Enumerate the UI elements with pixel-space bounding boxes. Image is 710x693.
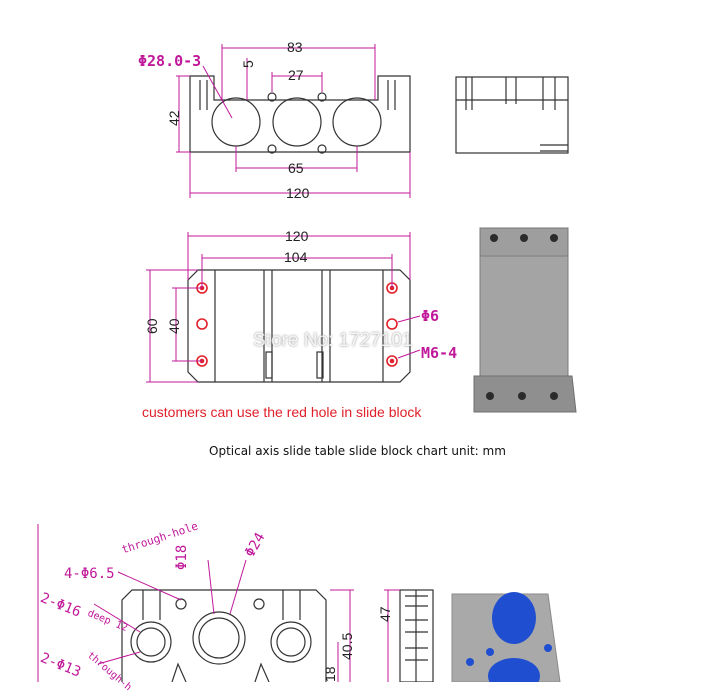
chart-caption: Optical axis slide table slide block cha… xyxy=(209,444,506,458)
hole-phi6-label: Φ6 xyxy=(421,307,440,325)
hole-diameter-label: Φ28.0-3 xyxy=(138,52,202,70)
top-front-view xyxy=(189,75,411,154)
dim-120-top: 120 xyxy=(286,185,310,201)
dim-104: 104 xyxy=(284,249,308,265)
top-side-view xyxy=(455,76,569,154)
middle-red-holes xyxy=(196,282,398,367)
bottom-side-view xyxy=(399,589,434,682)
dim-65: 65 xyxy=(288,160,304,176)
top-dimension-lines xyxy=(176,44,411,198)
dim-83: 83 xyxy=(287,39,303,55)
dim-40: 40 xyxy=(166,318,182,334)
dim-27: 27 xyxy=(288,67,304,83)
middle-plan-view xyxy=(187,269,411,383)
dim-40-5: 40.5 xyxy=(339,632,355,660)
dim-5: 5 xyxy=(240,60,256,68)
bottom-dimension-lines xyxy=(37,524,400,682)
dim-42: 42 xyxy=(166,110,182,126)
dim-60: 60 xyxy=(144,318,160,334)
dim-120-middle: 120 xyxy=(285,228,309,244)
phi18-label: Φ18 xyxy=(174,544,190,570)
bottom-front-view xyxy=(121,589,327,682)
store-watermark: Store No: 1727101 xyxy=(253,330,413,351)
dim-18: 18 xyxy=(322,666,338,682)
red-hole-note: customers can use the red hole in slide … xyxy=(142,404,422,420)
middle-dimension-lines xyxy=(146,232,421,383)
dim-47: 47 xyxy=(377,606,393,622)
slide-block-photo xyxy=(473,227,577,413)
through-hole-label: 4-Φ6.5 xyxy=(64,566,115,582)
hole-m6-label: M6-4 xyxy=(421,344,458,362)
bottom-block-photo xyxy=(451,592,561,682)
